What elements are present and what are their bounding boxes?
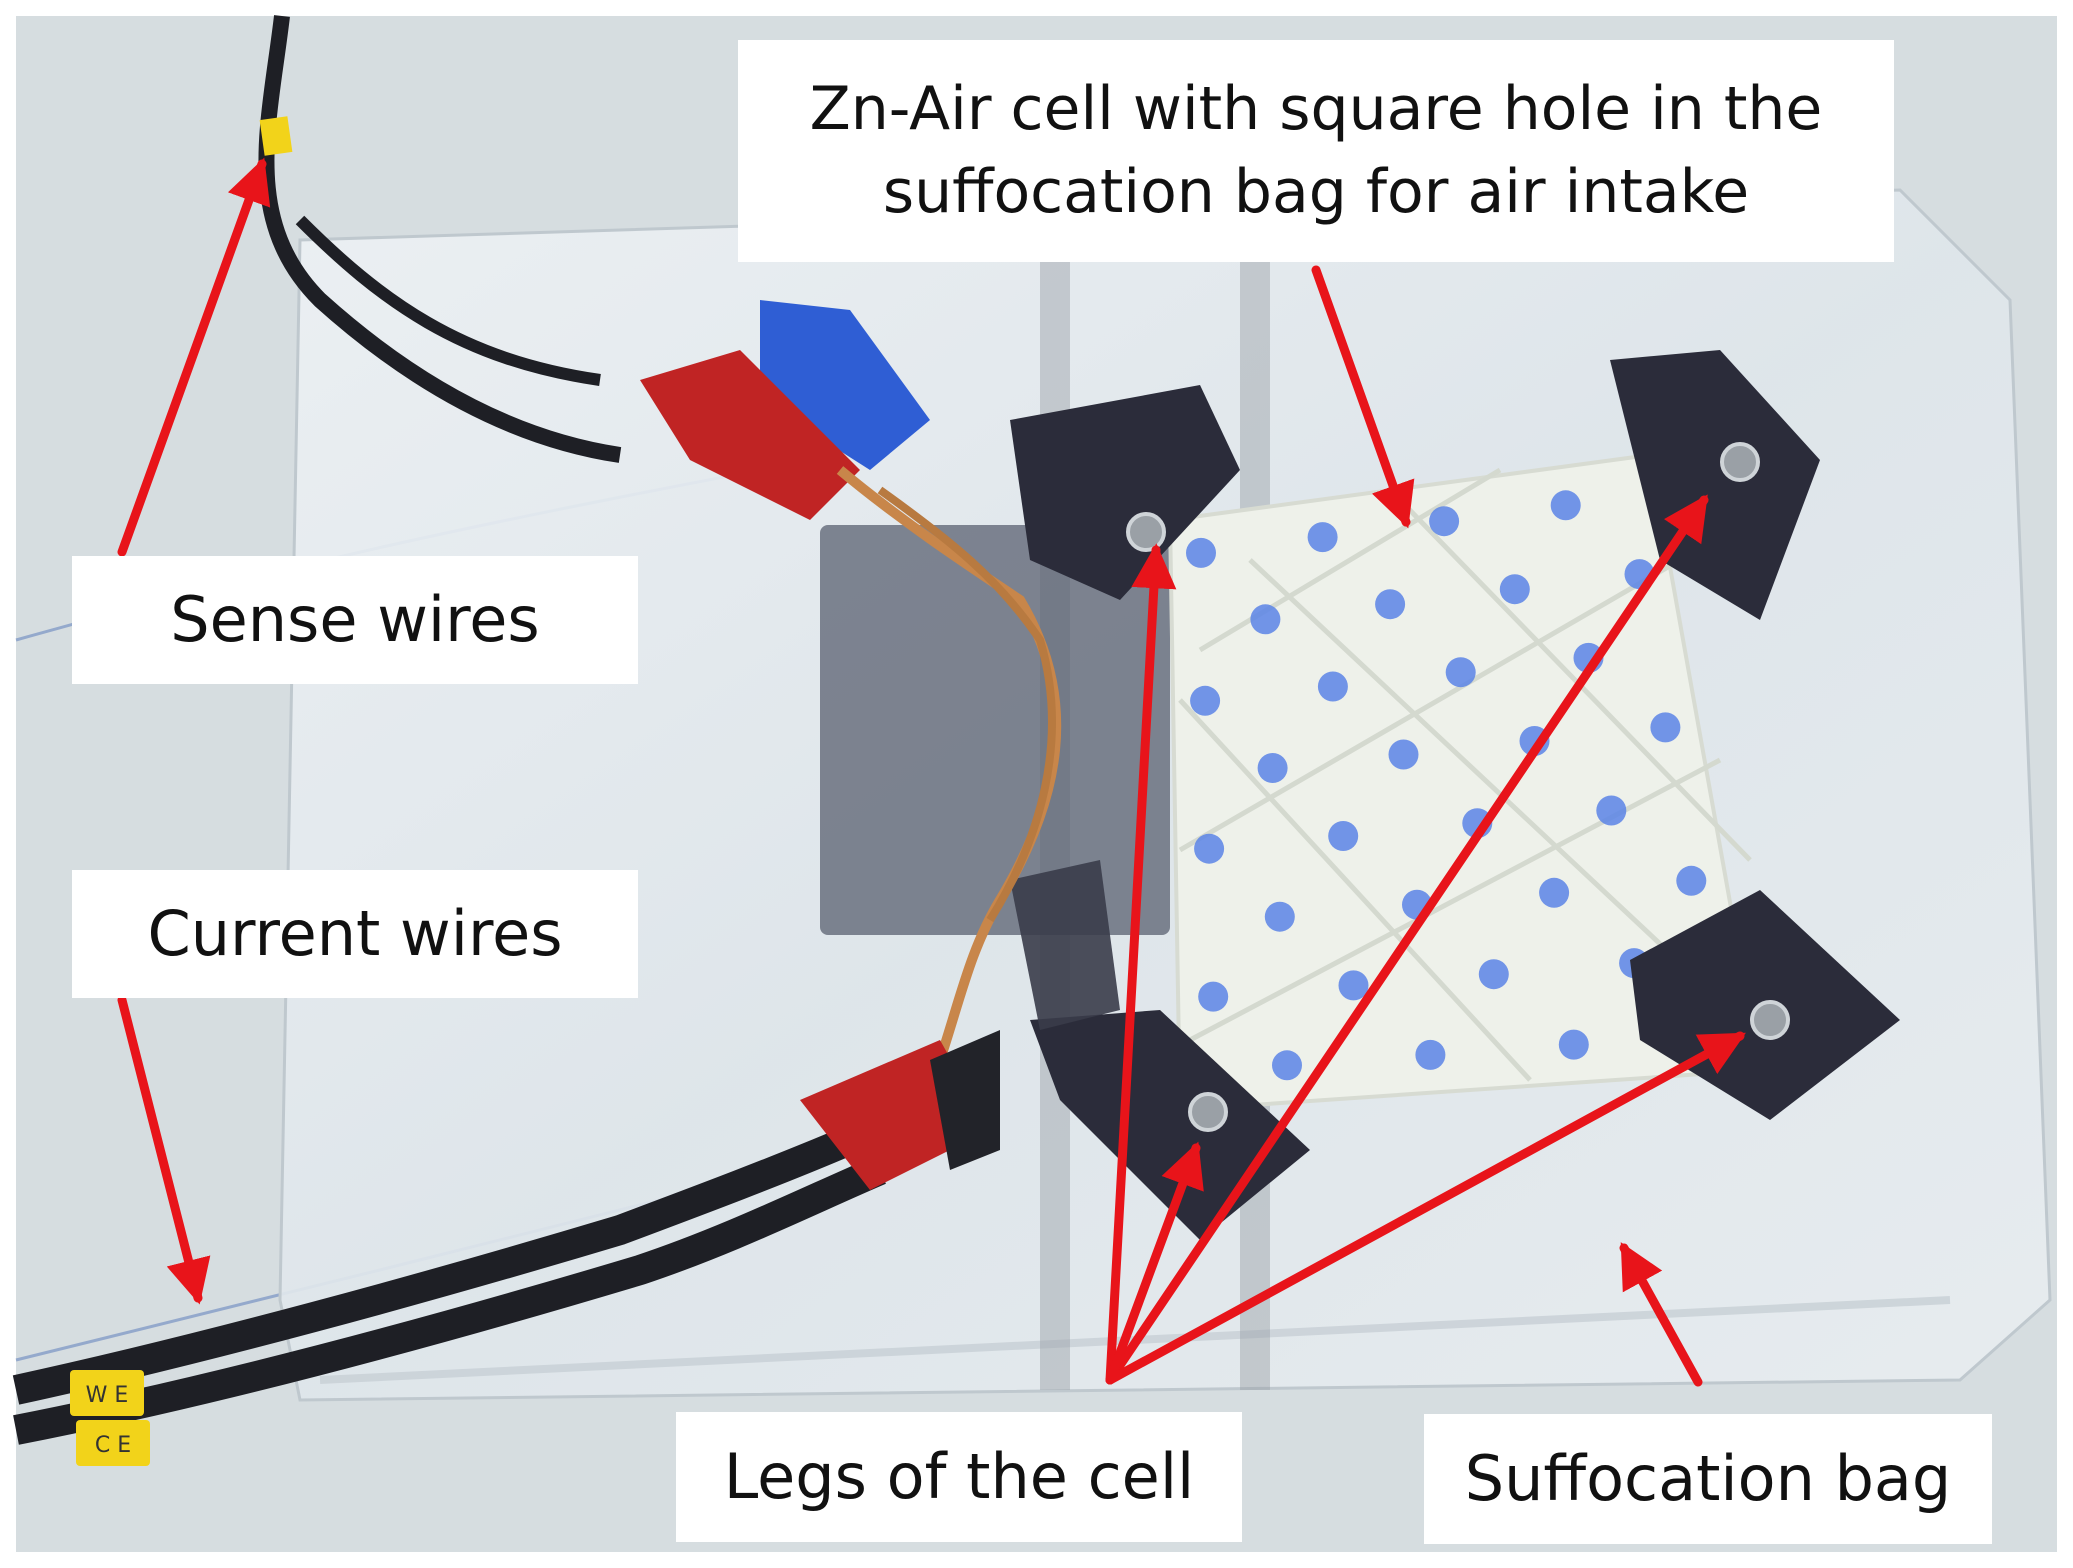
air-hole [1186,537,1216,568]
label-legs-of-cell: Legs of the cell [676,1412,1242,1542]
leg-screw [1720,442,1760,482]
air-hole [1478,959,1509,990]
air-hole [1194,833,1225,864]
arrow-leg-top-left [1105,543,1177,1385]
label-sense-wires: Sense wires [72,556,638,684]
cell-leg-top-right [1610,350,1820,620]
air-hole [1388,739,1419,770]
air-hole [1328,821,1359,851]
leg-screw [1126,512,1166,552]
air-hole [1307,522,1338,553]
air-hole [1650,712,1681,743]
air-hole [1264,901,1295,932]
cell-air-holes [1186,490,1733,1081]
air-hole [1596,795,1627,826]
black-current-plug [930,1030,1000,1170]
cable-tag-bottom-text: C E [95,1433,131,1458]
current-cable [12,1126,856,1405]
air-hole [1445,657,1476,688]
arrow-leg-top-right [1105,494,1709,1385]
arrow-leg-bottom-right [1105,1031,1746,1385]
leg-screw [1750,1000,1790,1040]
grey-tape-patch [820,525,1170,935]
air-hole [1499,574,1530,605]
arrow-current-wires [117,995,211,1305]
label-zn-air-cell-line1: Zn-Air cell with square hole in the [809,74,1823,145]
air-hole [1429,506,1460,537]
air-hole [1550,490,1581,521]
arrow-zn-air-cell [1311,265,1415,529]
air-hole [1272,1050,1302,1081]
cable-tag-top: W E [70,1370,144,1416]
air-hole [1198,981,1229,1012]
air-hole [1250,604,1281,635]
label-zn-air-cell-line2: suffocation bag for air intake [882,157,1750,227]
sense-cable-tag [259,116,293,156]
red-banana-plug [640,350,860,520]
cell-leg-top-left [1010,385,1240,600]
cable-tag-top-text: W E [86,1383,129,1408]
copper-wire [836,466,1062,1062]
blue-banana-plug [760,300,930,470]
label-suffocation-bag: Suffocation bag [1424,1414,1992,1544]
air-hole [1539,877,1570,908]
current-cable [13,1156,886,1445]
sense-cable-branch [295,215,601,386]
arrow-sense-wires [117,157,271,557]
annotation-arrows [117,157,1746,1387]
leg-screw [1188,1092,1228,1132]
arrow-suffocation-bag [1619,1242,1703,1387]
air-hole [1257,753,1288,783]
air-hole [1190,685,1221,716]
label-zn-air-cell: Zn-Air cell with square hole in the suff… [738,40,1894,262]
arrow-leg-bottom-left [1105,1141,1204,1385]
cable-tag-bottom: C E [76,1420,150,1466]
sense-cable [258,15,622,463]
air-hole [1415,1039,1446,1070]
air-hole [1558,1029,1589,1060]
air-hole [1375,589,1406,620]
label-current-wires: Current wires [72,870,638,998]
black-tape-strip [1010,860,1120,1030]
air-hole [1676,865,1707,896]
air-hole [1317,671,1348,702]
air-hole [1338,970,1369,1001]
copper-wire [877,486,1056,923]
